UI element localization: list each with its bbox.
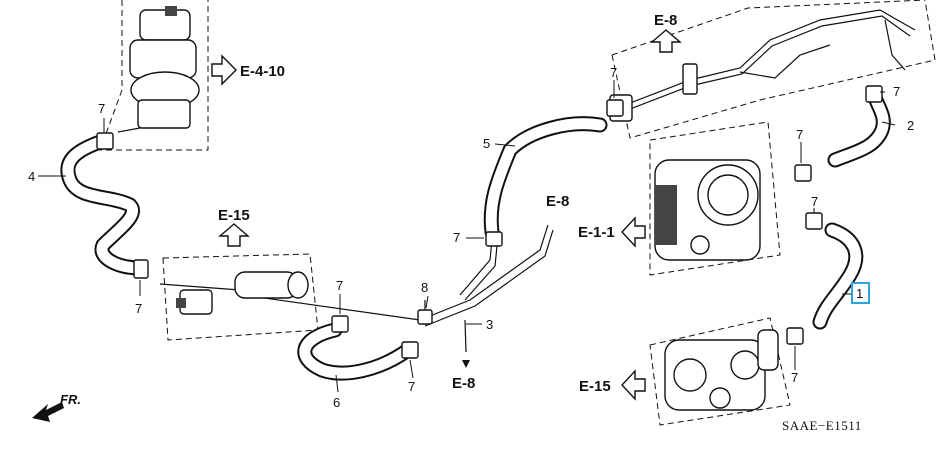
callout-4: 4	[28, 169, 35, 184]
hose-4	[60, 134, 148, 276]
ref-e-15-bottom: E-15	[579, 378, 611, 395]
callout-7: 7	[610, 65, 617, 80]
callout-7: 7	[453, 230, 460, 245]
callout-7: 7	[98, 101, 105, 116]
arrow-icon-up-left-e15	[218, 223, 250, 247]
arrow-icon-up-bottom-e8	[462, 360, 470, 368]
hose-6	[297, 322, 416, 381]
diagram-code: SAAE−E1511	[782, 418, 862, 433]
hose-5	[483, 116, 608, 240]
bolt-8	[417, 300, 433, 325]
callout-7: 7	[135, 301, 142, 316]
callout-8: 8	[421, 280, 428, 295]
callout-5: 5	[483, 136, 490, 151]
hose-1	[812, 222, 864, 330]
front-label: FR.	[60, 392, 81, 407]
arrow-icon-up-top-mid	[650, 29, 682, 53]
clamp-part-7	[96, 85, 883, 359]
callout-7: 7	[796, 127, 803, 142]
arrow-icon-right-egr	[211, 54, 237, 86]
callout-1-highlight: 1	[851, 282, 870, 304]
arrow-icon-left-throttle	[621, 216, 646, 248]
callout-7: 7	[791, 370, 798, 385]
callout-3: 3	[486, 317, 493, 332]
hose-2	[827, 92, 891, 168]
leader-lines	[38, 80, 896, 393]
thermostat-box	[649, 317, 791, 426]
callout-6: 6	[333, 395, 340, 410]
ref-e-15-left: E-15	[218, 207, 250, 224]
water-outlet-part	[176, 271, 309, 315]
callout-7: 7	[336, 278, 343, 293]
top-right-pipe-box	[611, 0, 936, 139]
arrow-icon-left-bottom-e15	[621, 369, 646, 401]
ref-e-8-mid: E-8	[546, 193, 569, 210]
egr-valve	[117, 6, 200, 133]
ref-e-8-top: E-8	[654, 12, 677, 29]
throttle-body-box	[649, 121, 781, 276]
thermostat-housing	[664, 329, 779, 411]
ref-e-4-10: E-4-10	[240, 63, 285, 80]
callout-1: 1	[856, 286, 863, 301]
ref-e-8-bottom: E-8	[452, 375, 475, 392]
throttle-body	[654, 159, 761, 261]
callout-7: 7	[408, 379, 415, 394]
front-arrow-icon	[32, 402, 64, 422]
callout-2: 2	[907, 118, 914, 133]
callout-7: 7	[893, 84, 900, 99]
ref-e-1-1: E-1-1	[578, 224, 615, 241]
callout-7: 7	[811, 194, 818, 209]
